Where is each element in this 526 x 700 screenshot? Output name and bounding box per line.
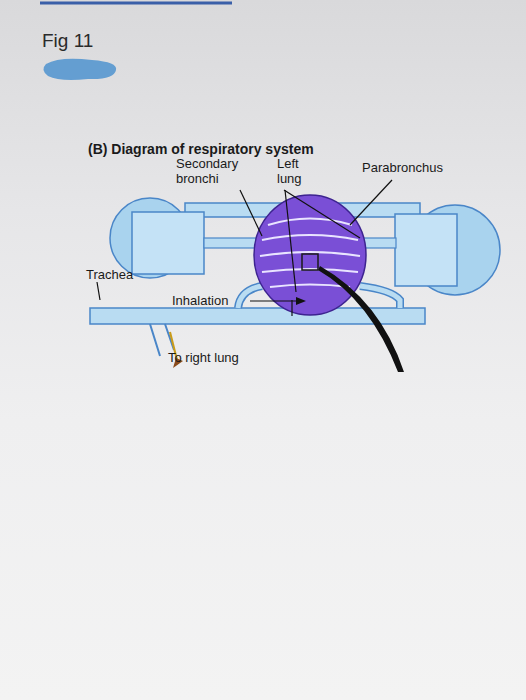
page-rule	[40, 2, 232, 5]
left-lung	[254, 195, 366, 315]
leader-lines	[97, 180, 392, 316]
part-label: Secondary bronchi	[176, 157, 256, 187]
zoom-leader	[318, 266, 404, 372]
part-label: Trachea	[86, 268, 156, 283]
zoom-box	[302, 254, 318, 270]
figure-number: Fig 11	[42, 30, 93, 52]
flow-label: To right lung	[168, 351, 268, 366]
part-label: Left lung	[277, 157, 313, 187]
bronchus-link	[362, 238, 396, 248]
figure-title: (B) Diagram of respiratory system	[88, 141, 388, 157]
highlight-smear	[43, 59, 116, 80]
anterior-air-sac-box	[132, 212, 204, 274]
bronchus-link	[204, 238, 256, 248]
posterior-air-sac-box	[395, 214, 457, 286]
flow-label: Inhalation	[172, 294, 252, 309]
part-label: Parabronchus	[362, 161, 472, 176]
inhalation-arrow-head	[296, 297, 306, 305]
inhalation-arrow	[250, 300, 298, 301]
